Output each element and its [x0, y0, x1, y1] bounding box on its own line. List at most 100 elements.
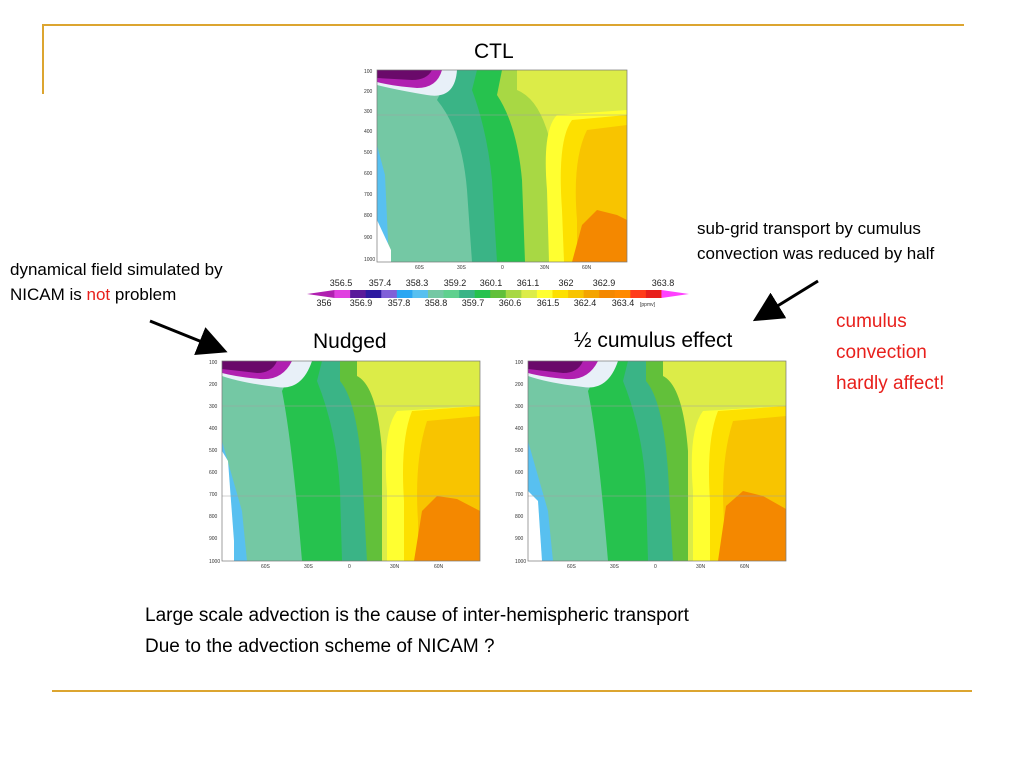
cb-lower-6: 361.5	[537, 298, 560, 308]
half-xtick-30s: 30S	[610, 564, 620, 570]
ctl-yticks: 100 200 300 400 500 600 700 800 900 1000	[364, 69, 375, 263]
colorbar-swatch-19	[614, 290, 631, 298]
nudged-xtick-30s: 30S	[304, 564, 314, 570]
nudged-xtick-30n: 30N	[390, 564, 400, 570]
colorbar-swatch-10	[474, 290, 491, 298]
half-ytick-500: 500	[515, 448, 524, 454]
ctl-ytick-400: 400	[364, 129, 373, 135]
nudged-title: Nudged	[313, 330, 387, 353]
right-annotation-line1: sub-grid transport by cumulus	[697, 219, 921, 238]
half-ytick-600: 600	[515, 470, 524, 476]
ctl-xticks: 60S 30S 0 30N 60N	[415, 265, 592, 271]
half-xtick-60n: 60N	[740, 564, 750, 570]
colorbar-swatch-7	[427, 290, 444, 298]
half-xticks: 60S 30S 0 30N 60N	[567, 564, 750, 570]
half-ytick-900: 900	[515, 536, 524, 542]
left-annotation: dynamical field simulated by NICAM is no…	[10, 257, 223, 307]
ctl-title: CTL	[474, 40, 514, 63]
cb-lower-4: 359.7	[462, 298, 485, 308]
cb-upper-8: 363.8	[652, 278, 675, 288]
nudged-xtick-60s: 60S	[261, 564, 271, 570]
half-frame	[527, 360, 787, 562]
colorbar-swatch-11	[490, 290, 507, 298]
ctl-ytick-700: 700	[364, 192, 373, 198]
ctl-plot: 100 200 300 400 500 600 700 800 900 1000…	[364, 69, 628, 271]
half-xtick-30n: 30N	[696, 564, 706, 570]
half-ytick-200: 200	[515, 382, 524, 388]
ctl-ytick-900: 900	[364, 235, 373, 241]
colorbar-lower-labels: 356 356.9 357.8 358.8 359.7 360.6 361.5 …	[316, 298, 634, 308]
half-region-white	[528, 491, 542, 561]
cb-upper-0: 356.5	[330, 278, 353, 288]
colorbar-swatch-18	[599, 290, 616, 298]
cb-upper-5: 361.1	[517, 278, 540, 288]
nudged-ytick-500: 500	[209, 448, 218, 454]
ctl-region-darkpurple	[377, 70, 432, 80]
ctl-frame	[376, 69, 628, 263]
right-arrow	[752, 279, 819, 322]
left-annotation-emphasis: not	[86, 285, 111, 304]
ctl-ytick-1000: 1000	[364, 257, 375, 263]
ctl-ytick-200: 200	[364, 89, 373, 95]
colorbar-swatch-1	[334, 290, 351, 298]
half-xtick-60s: 60S	[567, 564, 577, 570]
ctl-xtick-30s: 30S	[457, 265, 467, 271]
ctl-xtick-60n: 60N	[582, 265, 592, 271]
left-annotation-end: problem	[110, 285, 177, 304]
nudged-ytick-100: 100	[209, 360, 218, 366]
colorbar-swatch-2	[350, 290, 366, 298]
half-cumulus-field	[527, 360, 787, 562]
half-cumulus-plot: 100 200 300 400 500 600 700 800 900 1000…	[515, 360, 787, 570]
cb-lower-3: 358.8	[425, 298, 448, 308]
nudged-ytick-1000: 1000	[209, 559, 220, 565]
colorbar-swatch-0	[307, 290, 335, 298]
half-yticks: 100 200 300 400 500 600 700 800 900 1000	[515, 360, 526, 565]
nudged-ytick-700: 700	[209, 492, 218, 498]
colorbar-unit: [ppmv]	[640, 302, 656, 308]
colorbar-swatch-16	[568, 290, 584, 298]
half-ytick-100: 100	[515, 360, 524, 366]
ctl-xtick-30n: 30N	[540, 265, 550, 271]
colorbar-swatches	[307, 290, 689, 298]
cb-lower-7: 362.4	[574, 298, 597, 308]
nudged-xtick-0: 0	[348, 564, 351, 570]
cb-lower-8: 363.4	[612, 298, 635, 308]
nudged-ytick-400: 400	[209, 426, 218, 432]
half-region-orange	[718, 491, 786, 561]
colorbar-swatch-13	[521, 290, 538, 298]
nudged-xticks: 60S 30S 0 30N 60N	[261, 564, 444, 570]
red-conclusion-line3: hardly affect!	[836, 373, 945, 394]
colorbar-swatch-14	[536, 290, 553, 298]
colorbar-swatch-5	[396, 290, 413, 298]
left-annotation-line2: NICAM is not problem	[10, 282, 223, 307]
red-conclusion-line1: cumulus	[836, 311, 907, 332]
cb-upper-1: 357.4	[369, 278, 392, 288]
colorbar-swatch-9	[459, 290, 475, 298]
ctl-ytick-800: 800	[364, 213, 373, 219]
red-conclusion-line2: convection	[836, 342, 927, 363]
nudged-field	[221, 360, 481, 562]
cb-upper-4: 360.1	[480, 278, 503, 288]
bottom-rule	[52, 690, 972, 692]
nudged-frame	[221, 360, 481, 562]
cb-upper-7: 362.9	[593, 278, 616, 288]
half-ytick-800: 800	[515, 514, 524, 520]
half-xtick-0: 0	[654, 564, 657, 570]
half-ytick-700: 700	[515, 492, 524, 498]
colorbar-swatch-20	[630, 290, 647, 298]
half-region-darkpurple	[528, 361, 583, 373]
nudged-xtick-60n: 60N	[434, 564, 444, 570]
nudged-ytick-600: 600	[209, 470, 218, 476]
nudged-region-white	[222, 451, 234, 561]
bottom-line1: Large scale advection is the cause of in…	[145, 605, 689, 626]
colorbar: 356.5 357.4 358.3 359.2 360.1 361.1 362 …	[307, 278, 689, 308]
nudged-ytick-300: 300	[209, 404, 218, 410]
ctl-xtick-60s: 60S	[415, 265, 425, 271]
ctl-xtick-0: 0	[501, 265, 504, 271]
cb-upper-2: 358.3	[406, 278, 429, 288]
cb-lower-5: 360.6	[499, 298, 522, 308]
nudged-plot: 100 200 300 400 500 600 700 800 900 1000…	[209, 360, 481, 570]
ctl-region-orange	[572, 210, 627, 262]
nudged-ytick-900: 900	[209, 536, 218, 542]
nudged-ytick-200: 200	[209, 382, 218, 388]
